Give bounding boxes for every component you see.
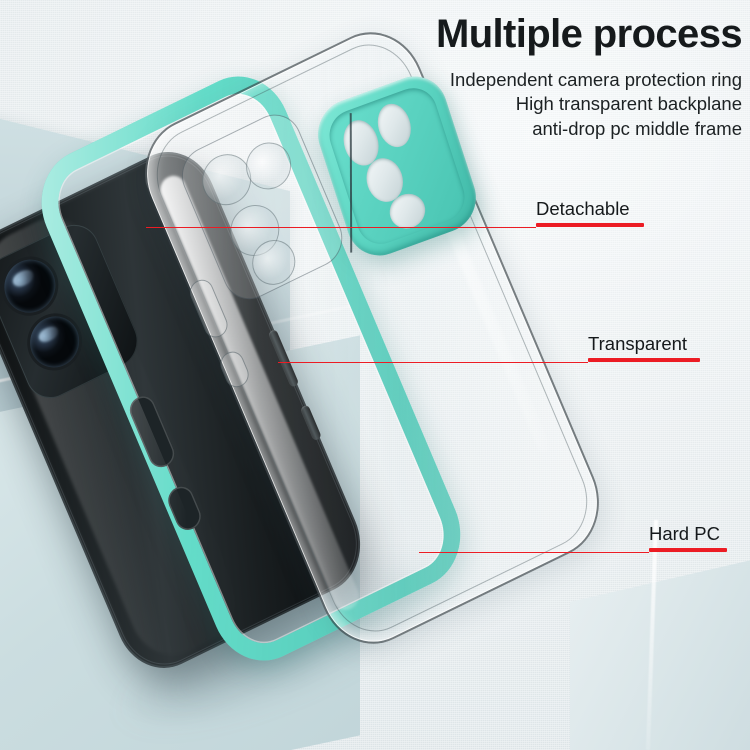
subtitle-block: Independent camera protection ring High … <box>450 68 742 141</box>
callout-leader-line <box>278 362 588 363</box>
callout-hard-pc: Hard PC <box>419 523 727 553</box>
callout-leader-line <box>146 227 536 228</box>
camera-lens-icon <box>22 307 87 376</box>
callout-underline <box>536 222 644 227</box>
callout-underline <box>649 547 727 552</box>
subtitle-line-3: anti-drop pc middle frame <box>532 117 742 139</box>
subtitle-line-2: High transparent backplane <box>515 93 742 115</box>
subtitle-line-1: Independent camera protection ring <box>449 69 742 90</box>
callout-underline <box>588 357 700 362</box>
callout-label: Detachable <box>536 198 630 219</box>
callout-label: Transparent <box>588 333 688 354</box>
camera-lens-icon <box>0 250 64 322</box>
ring-lens-hole <box>372 99 417 152</box>
lens-glint <box>36 323 61 345</box>
callout-detachable: Detachable <box>146 198 644 228</box>
callout-transparent: Transparent <box>278 333 700 363</box>
page-title: Multiple process <box>435 12 743 56</box>
callout-label: Hard PC <box>649 523 720 544</box>
lens-glint <box>11 267 37 290</box>
callout-leader-line <box>419 552 649 553</box>
